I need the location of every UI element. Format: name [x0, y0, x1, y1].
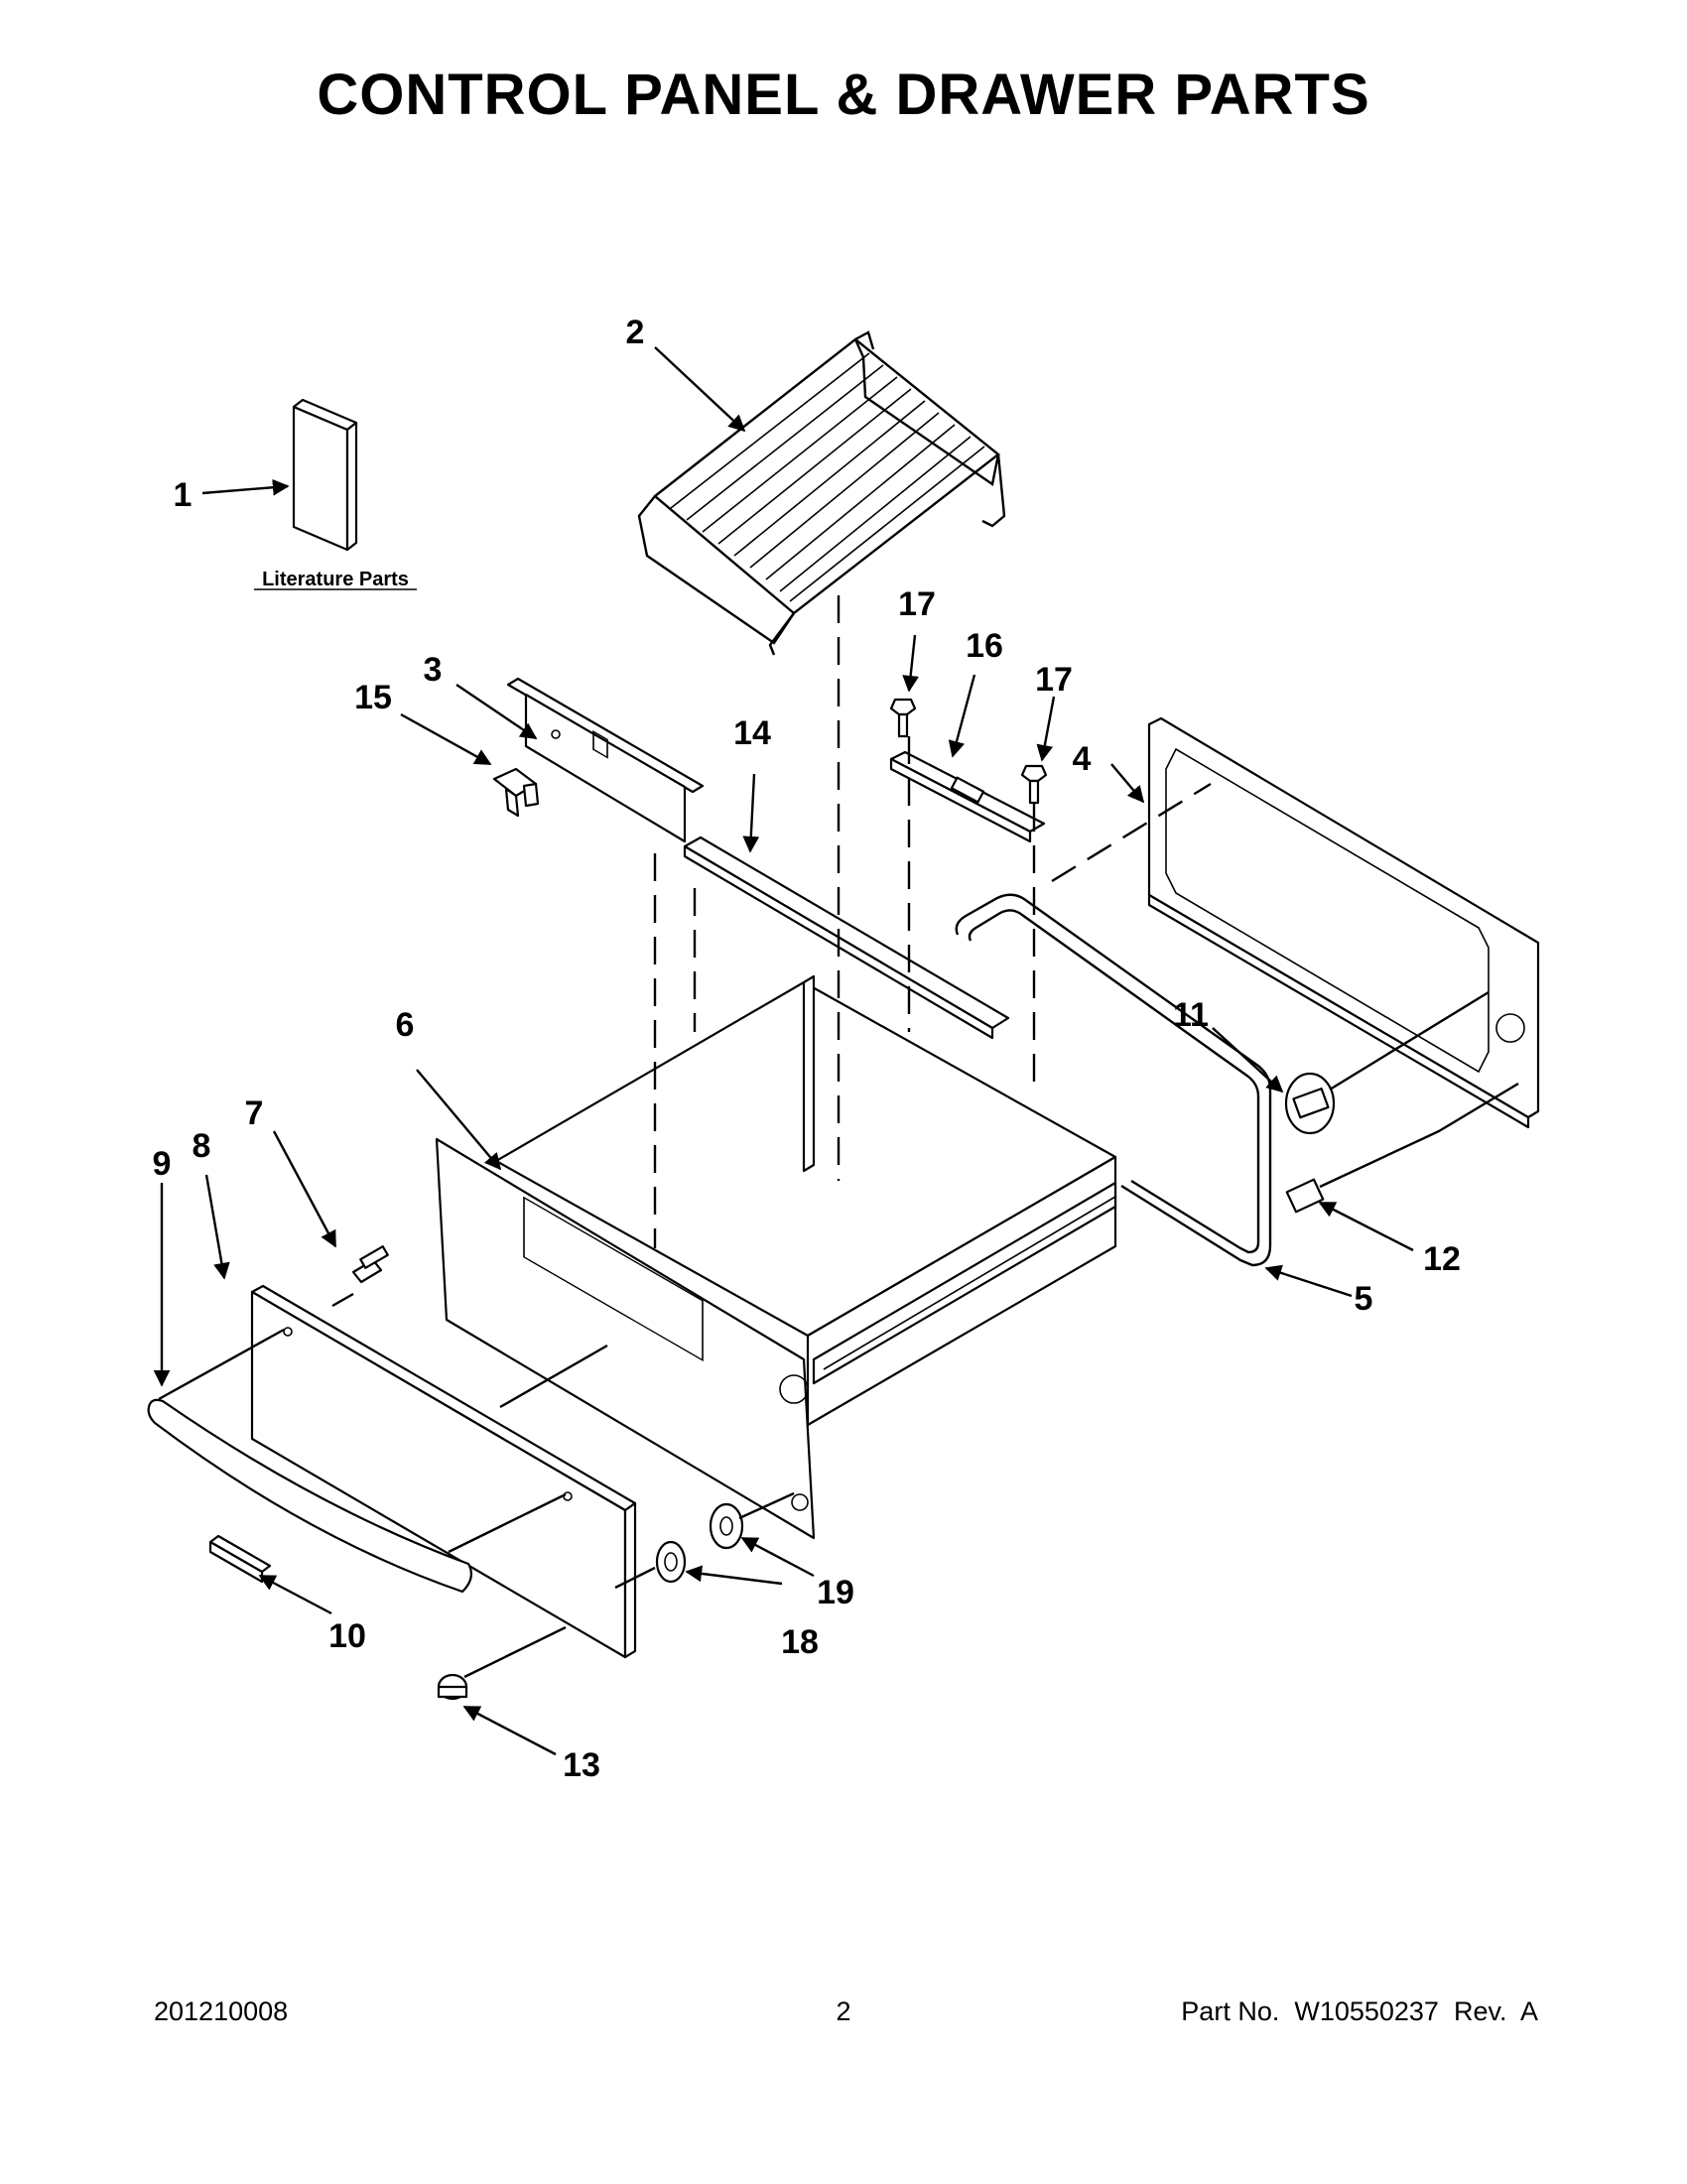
- callout-12: 12: [1423, 1240, 1461, 1278]
- literature-booklet: [292, 398, 358, 552]
- footer-part-number: Part No. W10550237 Rev. A: [1181, 1996, 1538, 2026]
- assembly-lines: [158, 990, 1490, 1679]
- back-panel: [1147, 716, 1540, 1129]
- screw-right: [1020, 764, 1048, 805]
- alignment-lines: [653, 595, 1212, 1248]
- temperature-sensor: [1285, 1082, 1519, 1214]
- callout-14: 14: [733, 714, 771, 752]
- callout-19: 19: [817, 1574, 854, 1611]
- callout-13: 13: [563, 1746, 600, 1784]
- callout-10: 10: [328, 1617, 366, 1655]
- logo-badge: [208, 1534, 272, 1584]
- callout-11: 11: [1173, 996, 1209, 1034]
- callout-7: 7: [245, 1094, 264, 1132]
- control-knob: [1284, 1072, 1336, 1135]
- callout-arrows: [153, 346, 1414, 1756]
- callout-17-right: 17: [1035, 661, 1073, 699]
- screw-left: [889, 698, 917, 738]
- control-bracket: [506, 677, 705, 843]
- callout-3: 3: [424, 651, 443, 689]
- footer-document-number: 201210008: [154, 1996, 289, 2026]
- callout-17-left: 17: [898, 585, 936, 623]
- rack-wires: [670, 352, 985, 602]
- footer-page-number: 2: [836, 1996, 851, 2026]
- literature-parts-label: Literature Parts: [262, 569, 409, 590]
- bumper: [437, 1673, 468, 1701]
- drawer-front: [250, 1284, 637, 1659]
- callout-15: 15: [354, 679, 392, 716]
- callout-16: 16: [966, 627, 1003, 665]
- page-title: CONTROL PANEL & DRAWER PARTS: [317, 63, 1370, 127]
- callout-6: 6: [396, 1006, 415, 1044]
- callout-4: 4: [1073, 740, 1092, 778]
- callout-1: 1: [174, 476, 193, 514]
- callout-8: 8: [193, 1127, 211, 1165]
- bolt: [351, 1245, 389, 1284]
- callout-2: 2: [626, 314, 645, 351]
- switch-bracket: [889, 750, 1046, 843]
- oven-rack: [637, 330, 1006, 656]
- callout-5: 5: [1355, 1280, 1373, 1318]
- bushing: [655, 1540, 687, 1584]
- drawer-gasket: [955, 893, 1272, 1267]
- roller: [709, 1502, 744, 1550]
- callout-9: 9: [153, 1145, 172, 1183]
- mounting-clip: [492, 767, 540, 818]
- callout-18: 18: [781, 1623, 819, 1661]
- drawer-body: [435, 974, 1117, 1540]
- drawer-handle: [147, 1398, 473, 1594]
